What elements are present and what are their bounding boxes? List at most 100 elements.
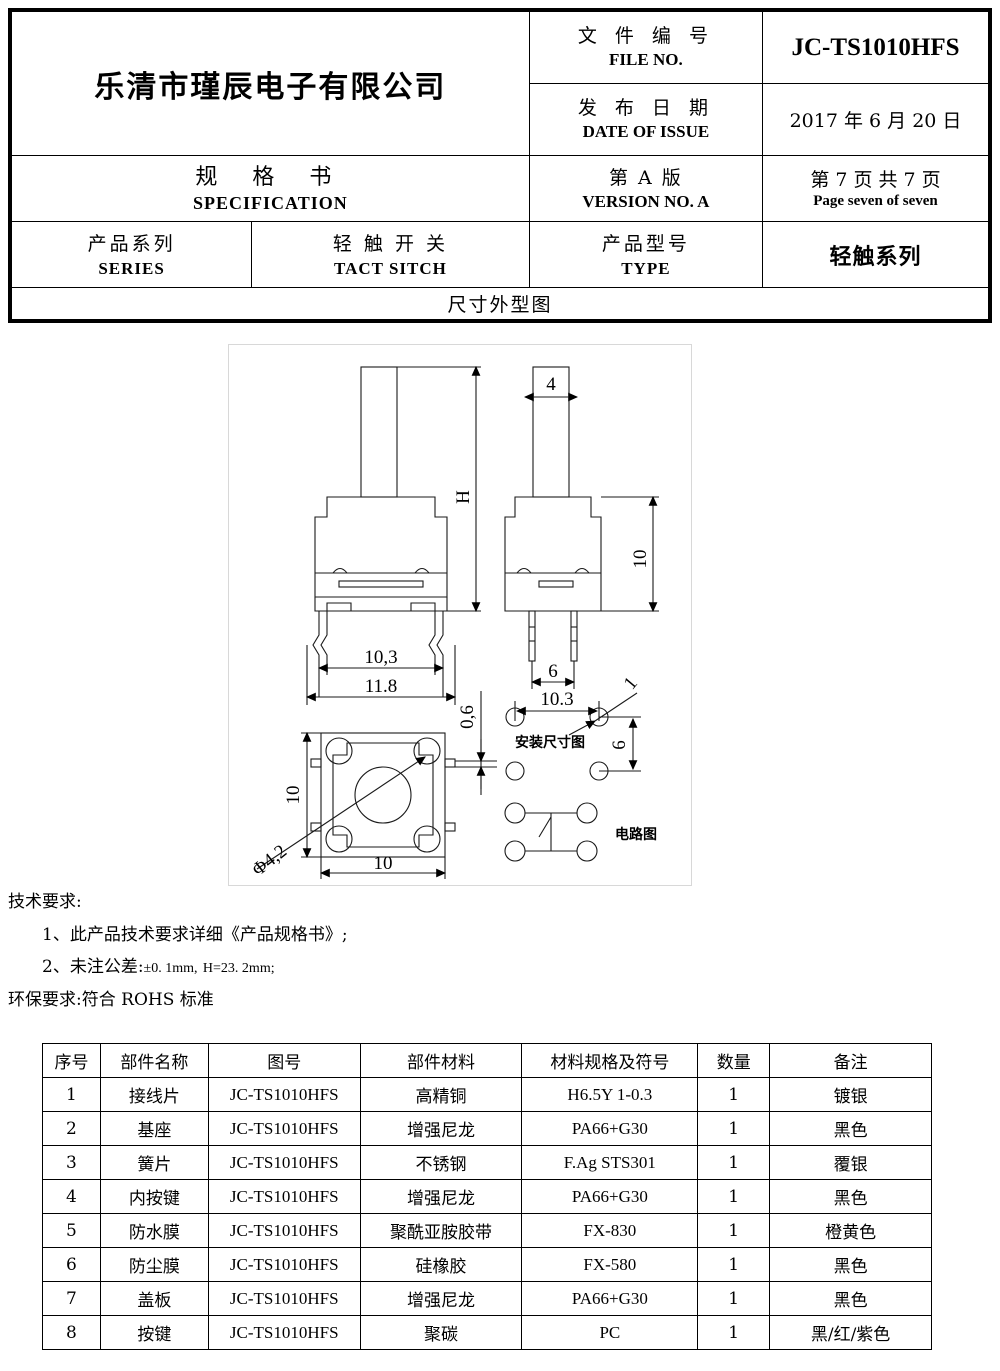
file-no-label-cn: 文 件 编 号 <box>577 24 714 47</box>
date-label-cell: 发 布 日 期 DATE OF ISSUE <box>528 83 764 156</box>
dim-10-width-label: 10 <box>374 853 393 874</box>
cell-spec: FX-830 <box>521 1213 699 1248</box>
cell-spec: PA66+G30 <box>521 1179 699 1214</box>
cell-no: 3 <box>42 1145 101 1180</box>
series-value-cn: 轻 触 开 关 <box>332 233 449 256</box>
dim-10-3-label: 10,3 <box>364 647 397 668</box>
cell-remark: 橙黄色 <box>769 1213 932 1248</box>
cell-remark: 黑色 <box>769 1111 932 1146</box>
drawing-title: 尺寸外型图 <box>11 287 989 320</box>
cell-remark: 黑/红/紫色 <box>769 1315 932 1350</box>
env-suffix: 标准 <box>174 990 214 1011</box>
tech-item-2-tolerance: ±0. 1mm, <box>143 961 198 977</box>
date-label-en: DATE OF ISSUE <box>582 122 710 142</box>
cell-remark: 镀银 <box>769 1077 932 1112</box>
table-row: 3 簧片 JC-TS1010HFS 不锈钢 F.Ag STS301 1 覆银 <box>42 1145 932 1180</box>
cell-no: 1 <box>42 1077 101 1112</box>
table-row: 7 盖板 JC-TS1010HFS 增强尼龙 PA66+G30 1 黑色 <box>42 1281 932 1316</box>
cell-no: 2 <box>42 1111 101 1146</box>
file-no-value: JC-TS1010HFS <box>762 11 989 84</box>
cell-spec: F.Ag STS301 <box>521 1145 699 1180</box>
cell-spec: H6.5Y 1-0.3 <box>521 1077 699 1112</box>
cell-remark: 黑色 <box>769 1281 932 1316</box>
mount-dim-1-label: 1 <box>620 673 642 694</box>
cell-drawing: JC-TS1010HFS <box>207 1315 361 1350</box>
tech-item-2-prefix: 2、未注公差: <box>42 957 144 978</box>
tech-heading: 技术要求: <box>8 892 82 912</box>
cell-material: 硅橡胶 <box>359 1247 523 1282</box>
file-no-label-en: FILE NO. <box>609 50 683 70</box>
table-row: 6 防尘膜 JC-TS1010HFS 硅橡胶 FX-580 1 黑色 <box>42 1247 932 1282</box>
cell-name: 接线片 <box>99 1077 209 1112</box>
cell-material: 聚碳 <box>359 1315 523 1350</box>
cell-material: 增强尼龙 <box>359 1111 523 1146</box>
cell-spec: PC <box>521 1315 699 1350</box>
type-label-cn: 产品型号 <box>601 233 690 256</box>
cell-qty: 1 <box>697 1247 771 1282</box>
cell-name: 基座 <box>99 1111 209 1146</box>
cell-remark: 覆银 <box>769 1145 932 1180</box>
cell-material: 高精铜 <box>359 1077 523 1112</box>
date-value: 2017 年 6 月 20 日 <box>762 83 989 156</box>
cell-no: 5 <box>42 1213 101 1248</box>
cell-qty: 1 <box>697 1111 771 1146</box>
col-header-name: 部件名称 <box>99 1043 209 1078</box>
table-row: 8 按键 JC-TS1010HFS 聚碳 PC 1 黑/红/紫色 <box>42 1315 932 1350</box>
version-cn: 第 A 版 <box>608 167 683 190</box>
version-cell: 第 A 版 VERSION NO. A <box>528 155 764 222</box>
cell-remark: 黑色 <box>769 1179 932 1214</box>
cell-drawing: JC-TS1010HFS <box>207 1213 361 1248</box>
file-no-label-cell: 文 件 编 号 FILE NO. <box>528 11 764 84</box>
dim-10-side-label: 10 <box>630 550 651 569</box>
tech-item-2: 2、未注公差:±0. 1mm, H=23. 2mm; <box>42 958 608 977</box>
cell-name: 防水膜 <box>99 1213 209 1248</box>
cell-name: 内按键 <box>99 1179 209 1214</box>
col-header-spec: 材料规格及符号 <box>521 1043 699 1078</box>
col-header-material: 部件材料 <box>359 1043 523 1078</box>
cell-name: 按键 <box>99 1315 209 1350</box>
cell-material: 聚酰亚胺胶带 <box>359 1213 523 1248</box>
technical-requirements: 技术要求: 1、此产品技术要求详细《产品规格书》; 2、未注公差:±0. 1mm… <box>8 893 608 1010</box>
cell-drawing: JC-TS1010HFS <box>207 1111 361 1146</box>
series-label-cell: 产品系列 SERIES <box>10 221 253 288</box>
date-label-cn: 发 布 日 期 <box>577 96 714 119</box>
dim-phi-label: Φ4,2 <box>248 841 291 881</box>
cell-drawing: JC-TS1010HFS <box>207 1179 361 1214</box>
bom-table: 序号 部件名称 图号 部件材料 材料规格及符号 数量 备注 1 接线片 JC-T… <box>42 1043 932 1350</box>
table-row: 2 基座 JC-TS1010HFS 增强尼龙 PA66+G30 1 黑色 <box>42 1111 932 1146</box>
cell-qty: 1 <box>697 1315 771 1350</box>
series-value-cell: 轻 触 开 关 TACT SITCH <box>251 221 530 288</box>
tech-item-1: 1、此产品技术要求详细《产品规格书》; <box>42 924 348 945</box>
cell-material: 增强尼龙 <box>359 1281 523 1316</box>
page-en: Page seven of seven <box>813 193 938 210</box>
type-label-en: TYPE <box>621 258 671 278</box>
cell-qty: 1 <box>697 1179 771 1214</box>
company-name: 乐清市瑾辰电子有限公司 <box>11 11 530 156</box>
dim-11-8-label: 11.8 <box>365 676 398 697</box>
type-label-cell: 产品型号 TYPE <box>528 221 764 288</box>
cell-remark: 黑色 <box>769 1247 932 1282</box>
type-value: 轻触系列 <box>762 221 989 288</box>
cell-spec: FX-580 <box>521 1247 699 1282</box>
table-row: 1 接线片 JC-TS1010HFS 高精铜 H6.5Y 1-0.3 1 镀银 <box>42 1077 932 1112</box>
specification-cell: 规 格 书 SPECIFICATION <box>11 155 530 222</box>
cell-drawing: JC-TS1010HFS <box>207 1281 361 1316</box>
specification-cn: 规 格 书 <box>195 164 346 190</box>
mount-dim-10-3-label: 10.3 <box>540 689 573 710</box>
cell-no: 7 <box>42 1281 101 1316</box>
version-en: VERSION NO. A <box>582 191 710 211</box>
dim-0-6-label: 0,6 <box>457 705 478 729</box>
table-row: 4 内按键 JC-TS1010HFS 增强尼龙 PA66+G30 1 黑色 <box>42 1179 932 1214</box>
table-header-row: 序号 部件名称 图号 部件材料 材料规格及符号 数量 备注 <box>42 1043 932 1078</box>
cell-name: 防尘膜 <box>99 1247 209 1282</box>
environmental-requirement: 环保要求:符合 ROHS 标准 <box>8 991 608 1010</box>
cell-no: 6 <box>42 1247 101 1282</box>
series-value-en: TACT SITCH <box>334 258 447 278</box>
cell-drawing: JC-TS1010HFS <box>207 1145 361 1180</box>
series-label-cn: 产品系列 <box>87 233 176 256</box>
dim-4-label: 4 <box>546 374 556 395</box>
table-row: 5 防水膜 JC-TS1010HFS 聚酰亚胺胶带 FX-830 1 橙黄色 <box>42 1213 932 1248</box>
series-label-en: SERIES <box>98 258 165 278</box>
col-header-remark: 备注 <box>769 1043 932 1078</box>
cell-qty: 1 <box>697 1213 771 1248</box>
